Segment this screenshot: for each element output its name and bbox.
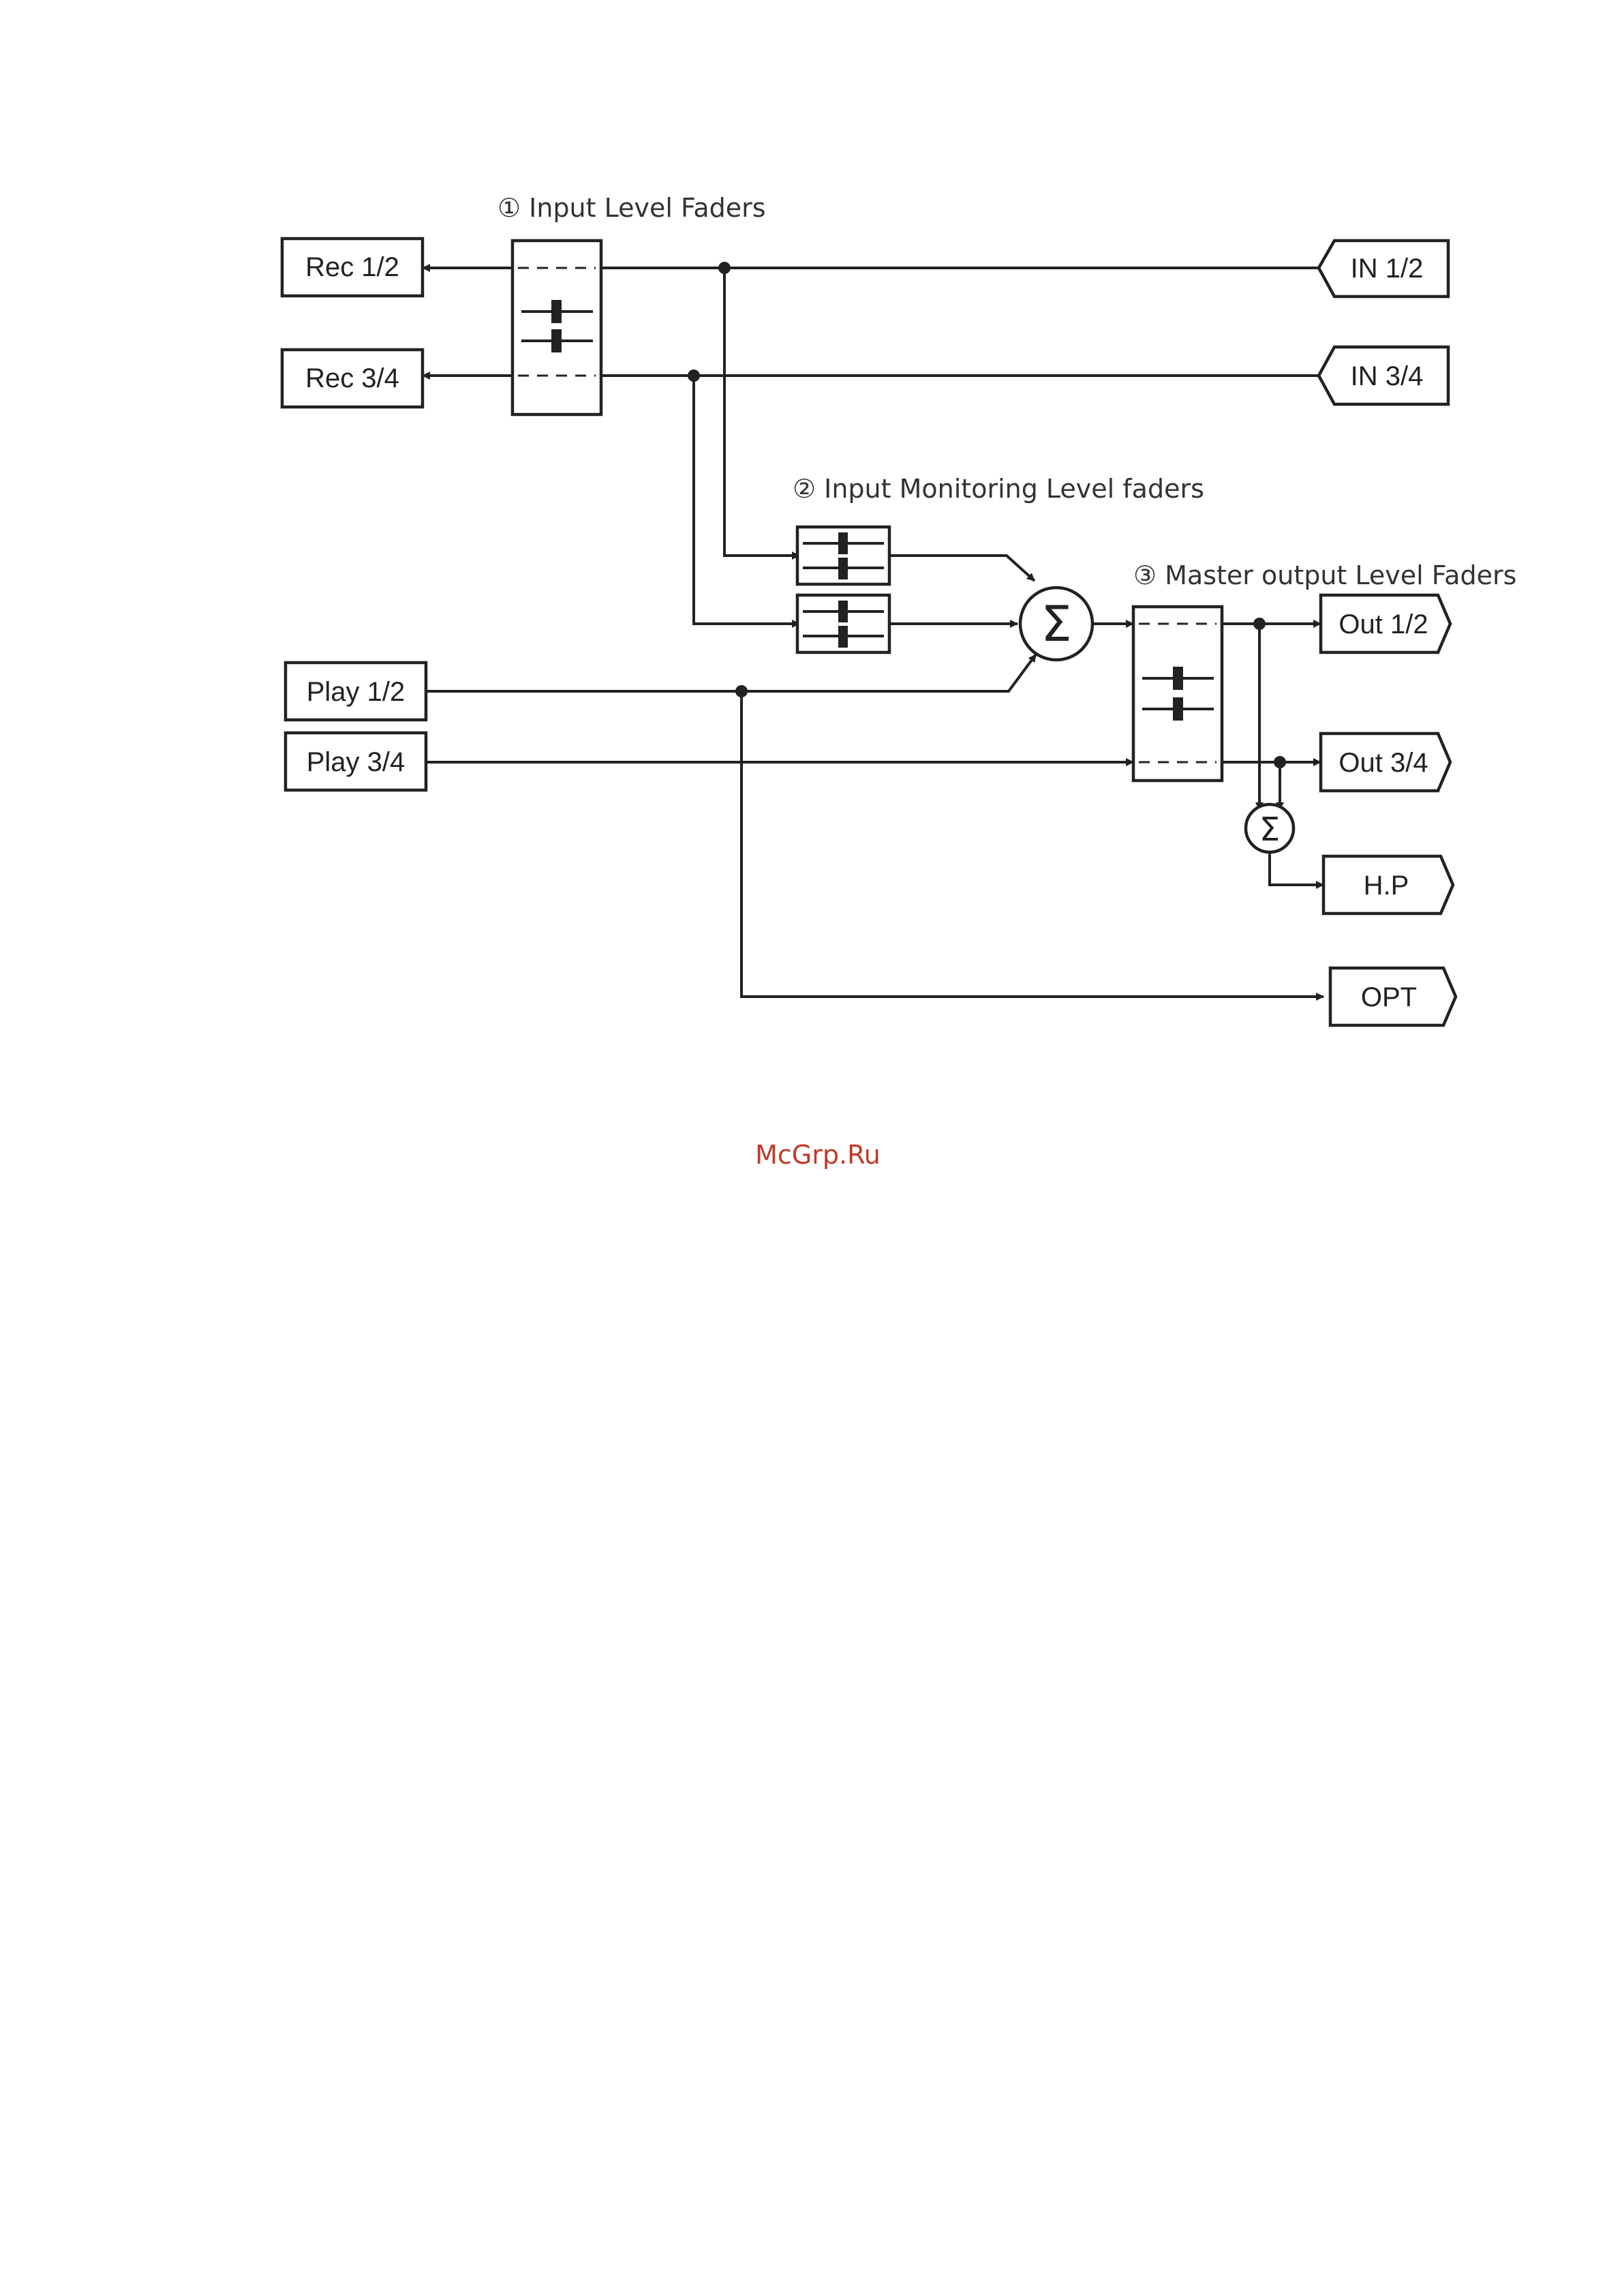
- junction-dot: [735, 685, 748, 697]
- fader-knob: [838, 558, 848, 579]
- fader-knob: [551, 329, 562, 352]
- right-inputs: IN 1/2 IN 3/4: [1319, 241, 1448, 404]
- out12-label: Out 1/2: [1338, 609, 1428, 639]
- watermark-text: McGrp.Ru: [755, 1140, 881, 1170]
- fader-knob: [1173, 667, 1183, 690]
- in12-label: IN 1/2: [1351, 254, 1424, 284]
- input-fader-box: [512, 241, 601, 414]
- play12-label: Play 1/2: [307, 677, 406, 707]
- out34-label: Out 3/4: [1338, 748, 1428, 778]
- rec12-label: Rec 1/2: [305, 252, 399, 282]
- opt-label: OPT: [1361, 982, 1417, 1012]
- fader-knob: [838, 532, 848, 554]
- junction-dot: [1274, 756, 1286, 768]
- master-fader-box: [1133, 607, 1222, 781]
- wire-monitor-1-to-sum: [889, 556, 1035, 581]
- rec34-label: Rec 3/4: [305, 363, 399, 393]
- in34-label: IN 3/4: [1351, 361, 1424, 391]
- junction-dot: [688, 369, 700, 382]
- wire-play12-to-opt: [741, 691, 1323, 997]
- fader-knob: [838, 601, 848, 622]
- wire-in34-to-monitor-fader-2: [694, 376, 799, 624]
- sum-symbol: Σ: [1259, 811, 1280, 849]
- left-sources: Rec 1/2 Rec 3/4 Play 1/2 Play 3/4: [282, 239, 426, 790]
- monitoring-level-faders: [797, 527, 889, 652]
- title-input-monitoring-faders: ② Input Monitoring Level faders: [793, 474, 1204, 504]
- input-level-faders: [512, 241, 601, 414]
- junction-dot: [1253, 618, 1266, 630]
- fader-knob: [1173, 697, 1183, 721]
- wire-play12-to-sum: [426, 654, 1036, 691]
- play34-label: Play 3/4: [307, 747, 406, 777]
- master-output-faders: [1133, 607, 1222, 781]
- sum-node-main: Σ: [1020, 588, 1092, 660]
- junction-dot: [718, 262, 731, 274]
- outputs: Out 1/2 Out 3/4 H.P OPT: [1321, 595, 1456, 1025]
- hp-label: H.P: [1364, 871, 1409, 901]
- sum-node-hp: Σ: [1246, 804, 1294, 852]
- wire-in12-to-monitor-fader-1: [724, 268, 799, 556]
- fader-knob: [838, 626, 848, 648]
- title-master-output-faders: ③ Master output Level Faders: [1133, 560, 1516, 590]
- wire-hp-sum-to-hp: [1270, 852, 1323, 885]
- title-input-level-faders: ① Input Level Faders: [498, 193, 766, 223]
- fader-knob: [551, 300, 562, 323]
- sum-symbol: Σ: [1041, 595, 1072, 652]
